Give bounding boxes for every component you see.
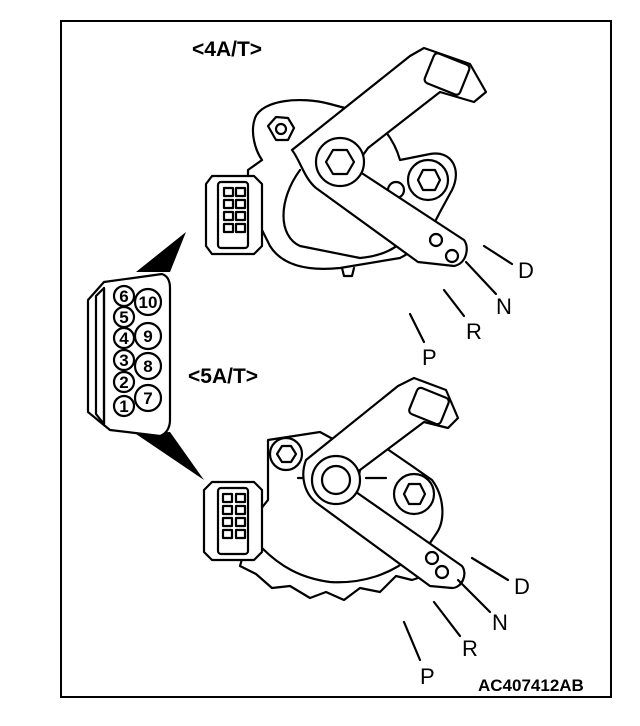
connector-pin-label-4: 4 (119, 329, 129, 348)
heading-4at: <4A/T> (192, 38, 262, 61)
connector-pin-label-1: 1 (119, 397, 128, 416)
switch-5at (202, 376, 510, 662)
connector-pin-circle-9 (133, 321, 163, 351)
heading-5at: <5A/T> (188, 365, 258, 388)
connector-pin-label-10: 10 (139, 293, 158, 312)
pointer-arrow-lower (136, 432, 204, 480)
label-4at-p: P (422, 345, 437, 370)
label-5at-p: P (420, 664, 435, 689)
figure-frame (60, 20, 612, 698)
pointer-arrow-upper (136, 232, 186, 272)
figure-code: AC407412AB (478, 676, 584, 695)
connector-detail: 6 5 4 3 2 1 10 9 8 7 (86, 232, 204, 480)
connector-pins: 6 5 4 3 2 1 10 9 8 7 (112, 284, 163, 418)
connector-pin-circle-3 (112, 348, 136, 372)
label-5at-n: N (492, 610, 508, 635)
connector-pin-label-5: 5 (119, 308, 128, 327)
connector-pin-label-6: 6 (119, 287, 128, 306)
label-4at-d: D (518, 258, 534, 283)
connector-pin-circle-8 (133, 351, 163, 381)
connector-pin-circle-1 (112, 394, 136, 418)
connector-pin-circle-10 (133, 287, 163, 317)
label-5at-d: D (514, 574, 530, 599)
connector-pin-label-3: 3 (119, 351, 128, 370)
connector-pin-label-7: 7 (143, 389, 152, 408)
label-4at-n: N (496, 294, 512, 319)
connector-pin-label-9: 9 (143, 327, 152, 346)
connector-pin-circle-7 (133, 383, 163, 413)
switch-4at (204, 46, 514, 344)
label-4at-r: R (466, 319, 482, 344)
label-5at-r: R (462, 636, 478, 661)
connector-pin-circle-4 (112, 326, 136, 350)
connector-pin-label-8: 8 (143, 357, 152, 376)
connector-pin-circle-2 (112, 370, 136, 394)
connector-pin-label-2: 2 (119, 373, 128, 392)
